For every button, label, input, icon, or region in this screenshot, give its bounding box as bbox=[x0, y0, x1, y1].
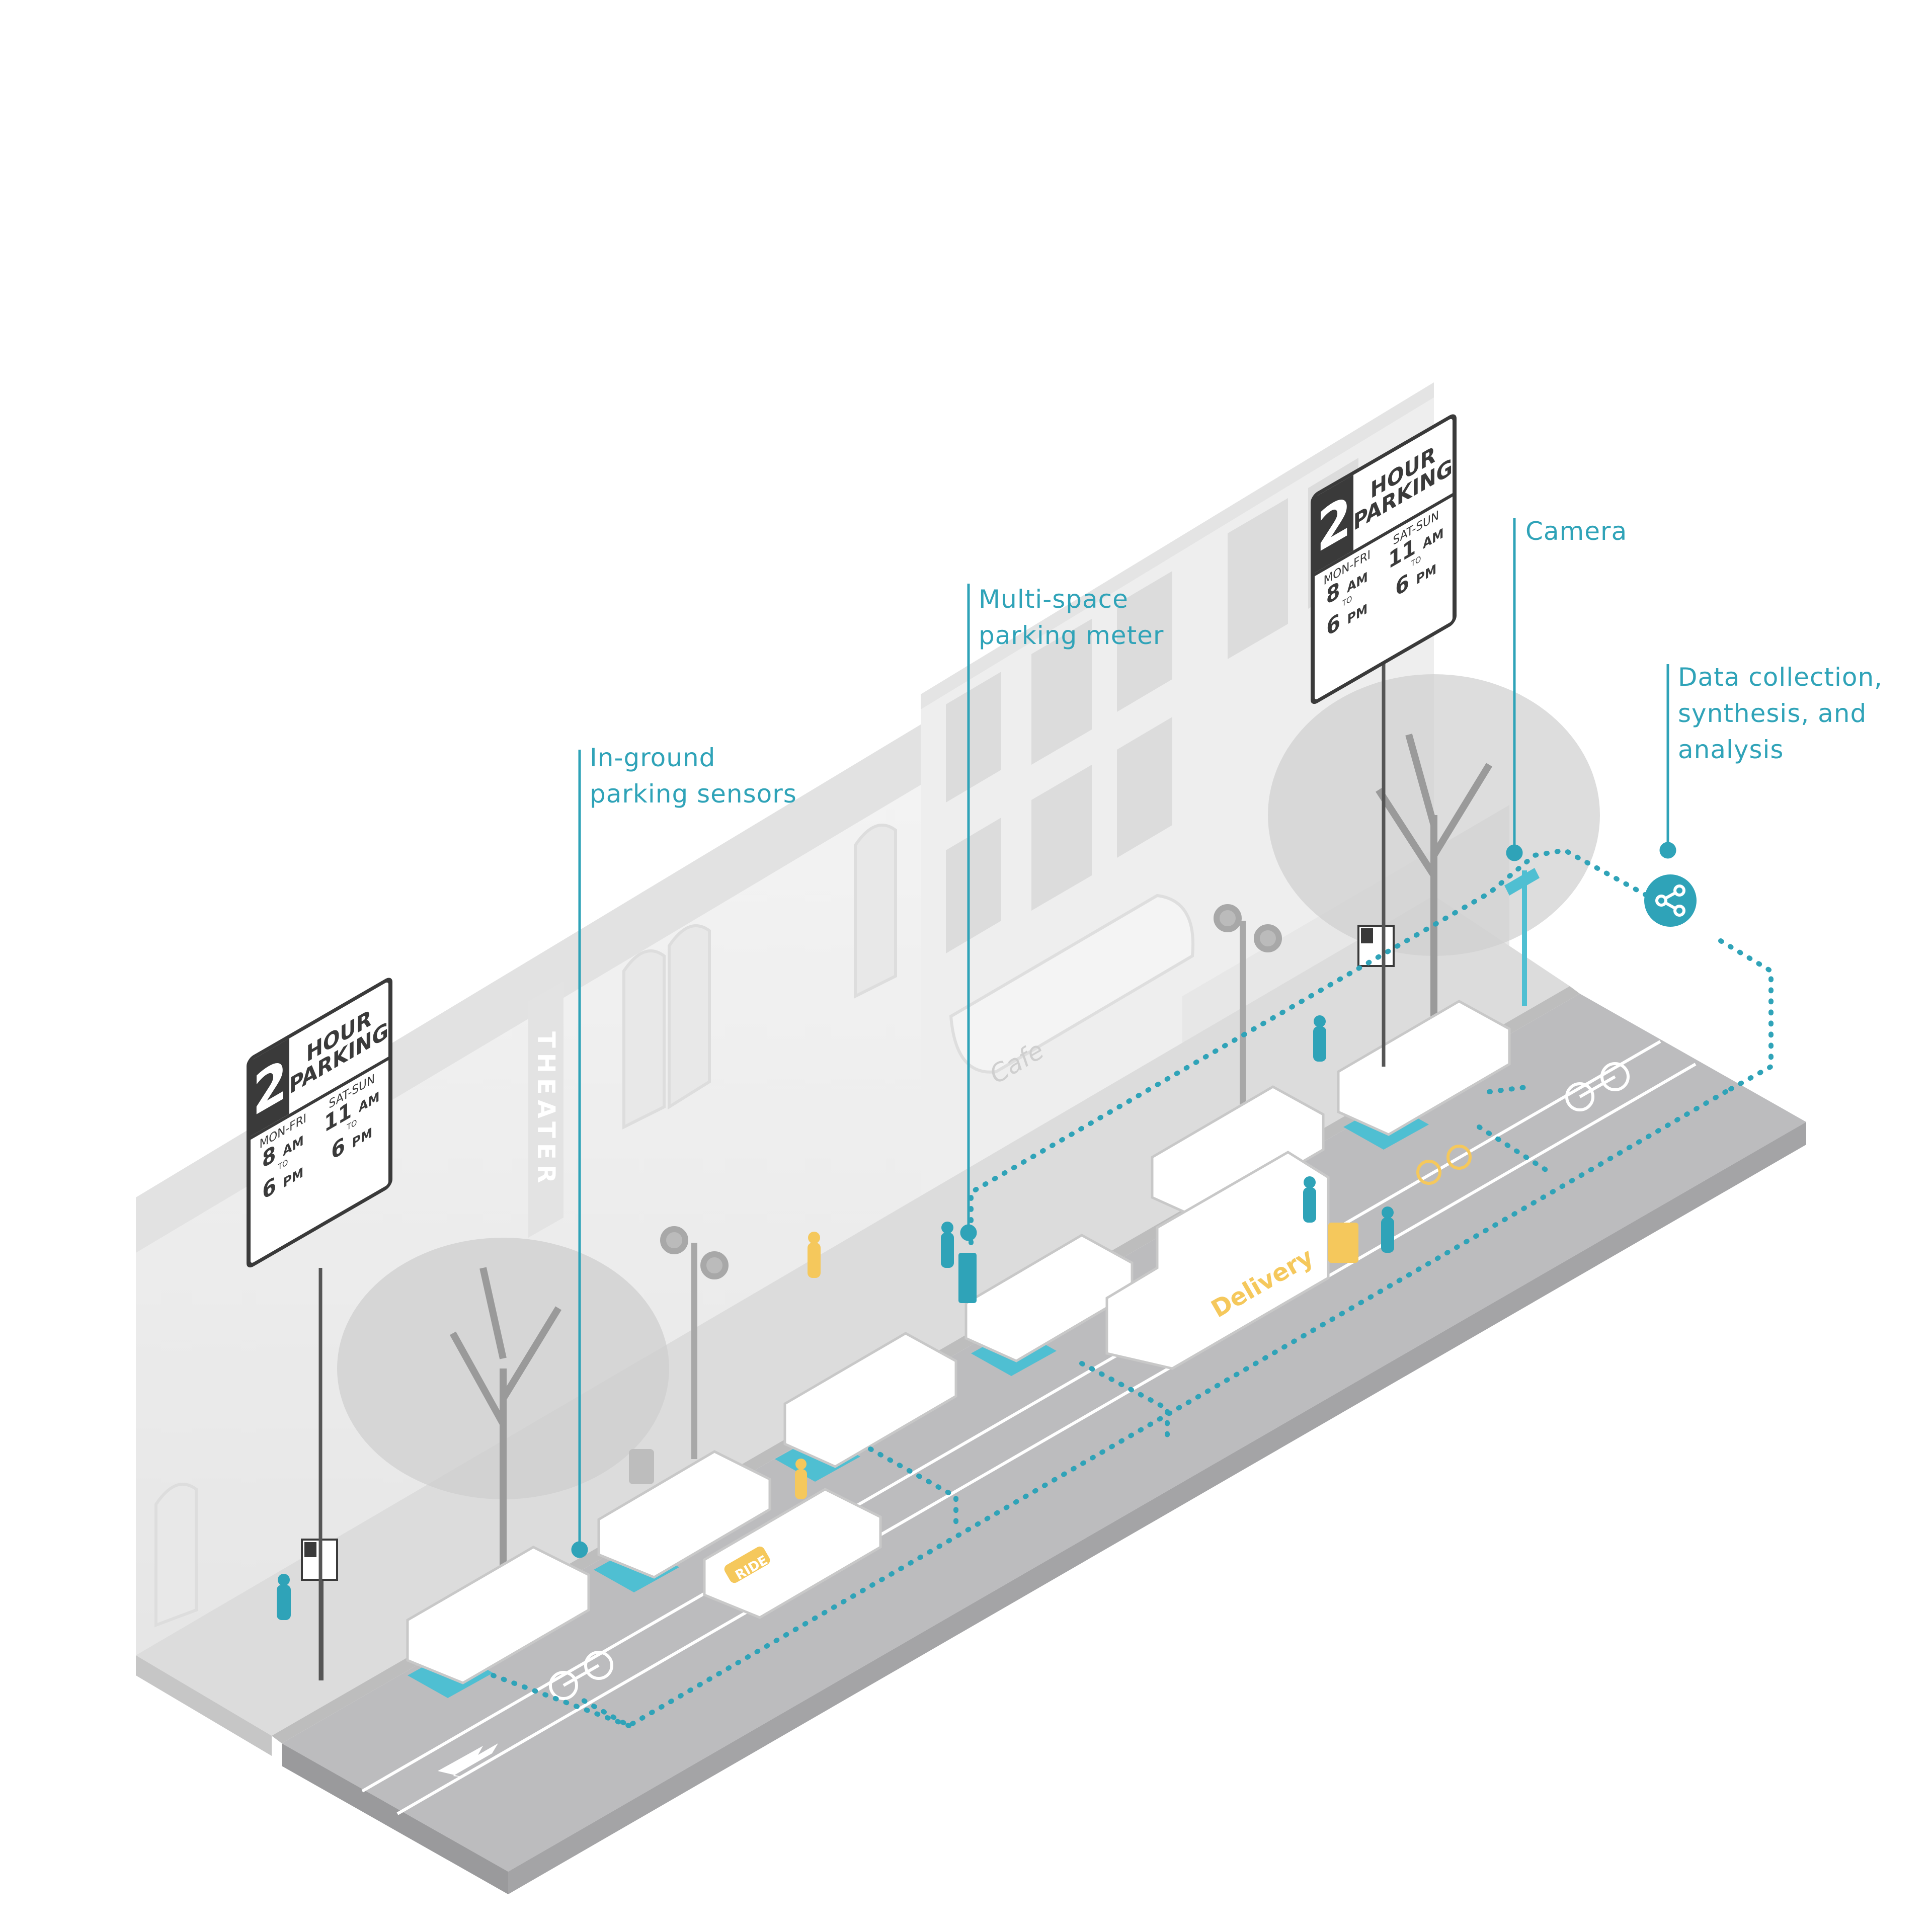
taxi-car bbox=[703, 1488, 882, 1619]
sidewalk-edge bbox=[136, 1655, 272, 1756]
car-6 bbox=[1337, 1000, 1511, 1136]
trash-can bbox=[629, 1449, 654, 1484]
callout-line: Camera bbox=[1525, 517, 1628, 546]
sign-weekday-end-unit: PM bbox=[1347, 601, 1368, 628]
tree-trunk-right bbox=[1376, 734, 1492, 1026]
bike-lane-line bbox=[361, 1040, 1661, 1793]
sign-weekend-end-unit: PM bbox=[1416, 561, 1437, 589]
taxi-sign bbox=[724, 1546, 770, 1583]
building-right-top bbox=[921, 382, 1434, 709]
delivery-van bbox=[1105, 1151, 1330, 1370]
theater-marquee bbox=[528, 981, 564, 1238]
street-lamps bbox=[660, 904, 1282, 1459]
callout-leaders bbox=[571, 518, 1676, 1558]
callout-line: In-ground bbox=[590, 743, 716, 772]
pedestrians bbox=[277, 1015, 1472, 1620]
sign-weekend-end-unit: PM bbox=[352, 1124, 373, 1152]
vehicles: RIDE Delivery bbox=[406, 1000, 1511, 1684]
lane-line bbox=[396, 1063, 1697, 1815]
road bbox=[282, 994, 1806, 1872]
callout-line: synthesis, and bbox=[1678, 699, 1867, 728]
multi-space-parking-meter bbox=[958, 1253, 977, 1303]
callout-line: parking meter bbox=[979, 621, 1164, 650]
callout-camera: Camera bbox=[1525, 513, 1627, 549]
callout-data-analysis: Data collection, synthesis, and analysis bbox=[1678, 659, 1883, 768]
callout-line: Data collection, bbox=[1678, 663, 1883, 692]
callout-in-ground-sensors: In-ground parking sensors bbox=[590, 740, 797, 812]
bike-lane-symbol-back bbox=[1565, 1062, 1630, 1111]
road-side bbox=[508, 1122, 1806, 1894]
callout-line: parking sensors bbox=[590, 779, 797, 809]
callout-line: analysis bbox=[1678, 735, 1784, 764]
sidewalk bbox=[136, 896, 1570, 1736]
direction-arrow bbox=[438, 1743, 498, 1777]
data-hub-icon bbox=[1644, 874, 1697, 927]
sign-weekday-end-unit: PM bbox=[283, 1164, 304, 1192]
camera-pole bbox=[1504, 868, 1540, 1006]
car-1 bbox=[406, 1546, 590, 1684]
bike-lane-symbol-front bbox=[549, 1651, 613, 1700]
callout-parking-meter: Multi-space parking meter bbox=[979, 581, 1164, 654]
tree-trunk-left bbox=[449, 1267, 561, 1565]
theater-arches bbox=[154, 824, 897, 1628]
callout-line: Multi-space bbox=[979, 585, 1129, 614]
car-3 bbox=[783, 1332, 957, 1468]
road-front bbox=[282, 1743, 508, 1894]
data-network-path bbox=[491, 847, 1774, 1729]
cafe-awning bbox=[949, 894, 1195, 1074]
theater-sign: THEATER bbox=[532, 1031, 560, 1188]
car-2 bbox=[597, 1450, 771, 1579]
